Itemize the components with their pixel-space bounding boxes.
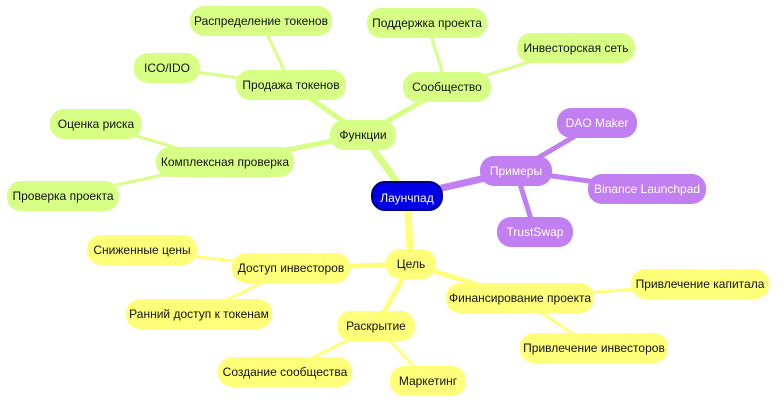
node-binance-launchpad[interactable]: Binance Launchpad: [588, 174, 706, 204]
node-due-diligence[interactable]: Комплексная проверка: [156, 147, 294, 177]
node-project-funding[interactable]: Финансирование проекта: [446, 283, 594, 313]
node-investor-attraction[interactable]: Привлечение инвесторов: [520, 333, 668, 363]
node-project-check[interactable]: Проверка проекта: [7, 181, 119, 211]
node-project-support[interactable]: Поддержка проекта: [367, 8, 487, 38]
branch-examples[interactable]: Примеры: [480, 156, 552, 186]
node-token-sale[interactable]: Продажа токенов: [236, 70, 346, 100]
node-community[interactable]: Сообщество: [403, 72, 491, 102]
node-discounted-prices[interactable]: Сниженные цены: [87, 235, 197, 265]
node-token-distribution[interactable]: Распределение токенов: [190, 6, 332, 36]
branch-functions[interactable]: Функции: [330, 120, 396, 150]
node-risk-assessment[interactable]: Оценка риска: [50, 109, 142, 139]
node-dao-maker[interactable]: DAO Maker: [557, 108, 637, 138]
node-investor-access[interactable]: Доступ инвесторов: [232, 253, 350, 283]
node-exposure[interactable]: Раскрытие: [337, 311, 415, 341]
node-marketing[interactable]: Маркетинг: [390, 366, 466, 396]
root-node[interactable]: Лаунчпад: [371, 181, 443, 211]
node-investor-network[interactable]: Инвесторская сеть: [517, 33, 635, 63]
branch-goal[interactable]: Цель: [386, 249, 436, 279]
node-ico-ido[interactable]: ICO/IDO: [134, 53, 200, 83]
node-trustswap[interactable]: TrustSwap: [497, 217, 573, 247]
node-community-building[interactable]: Создание сообщества: [218, 357, 352, 387]
node-early-access[interactable]: Ранний доступ к токенам: [126, 299, 272, 329]
node-capital-raising[interactable]: Привлечение капитала: [631, 269, 769, 299]
